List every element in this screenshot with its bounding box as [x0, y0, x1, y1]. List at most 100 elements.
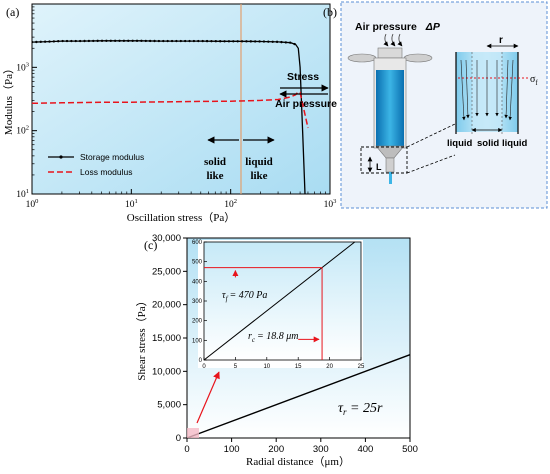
radius-label: r: [499, 35, 503, 46]
storage-modulus-point: [144, 39, 147, 43]
yield-stress-label: σf: [530, 74, 538, 87]
zoom-region: [187, 428, 199, 438]
storage-modulus-point: [197, 39, 200, 43]
storage-modulus-point: [267, 40, 270, 43]
solid-like-label-1: solid: [204, 156, 226, 168]
storage-modulus-point: [218, 40, 222, 43]
storage-modulus-point: [32, 40, 34, 44]
storage-modulus-point: [245, 40, 248, 43]
c-y-tick-label: 30,000: [152, 233, 181, 244]
storage-modulus-point: [87, 39, 91, 43]
storage-modulus-point: [223, 40, 226, 43]
a-y-tick-label: 101: [16, 188, 29, 200]
storage-modulus-point: [153, 39, 156, 43]
storage-modulus-point: [74, 39, 77, 43]
a-y-tick-label: 102: [16, 125, 29, 137]
inset-x-tick-label: 10: [263, 364, 270, 370]
air-pressure-title: Air pressure ΔP: [355, 21, 441, 33]
zoom-arrow: [196, 371, 220, 424]
stress-label: Stress: [287, 71, 319, 83]
panel-c-equation: τr = 25r: [338, 401, 383, 417]
a-x-tick-label: 103: [324, 198, 337, 210]
solid-like-label-2: like: [206, 170, 223, 182]
storage-modulus-point: [192, 39, 196, 43]
panel-c-xlabel: Radial distance（μm）: [246, 455, 350, 468]
inset-y-tick-label: 300: [192, 299, 203, 305]
c-x-tick-label: 300: [313, 444, 329, 455]
storage-modulus-point: [280, 40, 283, 44]
storage-modulus-point: [83, 39, 86, 43]
inset-y-tick-label: 600: [192, 240, 203, 246]
c-y-tick-label: 0: [176, 433, 181, 444]
storage-modulus-point: [232, 40, 235, 43]
inset-y-tick-label: 400: [192, 279, 203, 285]
storage-modulus-point: [127, 39, 130, 43]
c-y-tick-label: 25,000: [152, 266, 181, 277]
c-y-tick-label: 15,000: [152, 333, 181, 344]
storage-modulus-point: [65, 39, 69, 43]
storage-modulus-point: [236, 40, 239, 43]
panel-a-legend: Storage modulus Loss modulus: [48, 152, 144, 177]
inset-x-tick-label: 15: [295, 364, 302, 370]
storage-modulus-point: [113, 39, 117, 43]
storage-modulus-point: [240, 40, 244, 43]
a-x-tick-label: 101: [125, 198, 138, 210]
inset-shear-stress-line: [203, 241, 356, 361]
storage-modulus-point: [70, 39, 73, 43]
c-y-tick-label: 10,000: [152, 366, 181, 377]
liquid-like-label-2: like: [250, 170, 267, 182]
shear-stress-line: [186, 354, 411, 439]
panel-a-label: (a): [6, 5, 19, 19]
storage-modulus-point: [275, 40, 279, 44]
c-x-tick-label: 200: [268, 444, 284, 455]
storage-modulus-point: [35, 40, 38, 44]
panel-a-xlabel: Oscillation stress（Pa）: [127, 211, 235, 224]
panel-a-ylabel: Modulus（Pa）: [2, 63, 15, 135]
storage-modulus-point: [100, 39, 104, 43]
storage-modulus-point: [201, 39, 204, 43]
storage-modulus-point: [253, 40, 257, 43]
storage-modulus-point: [78, 39, 82, 43]
a-x-tick-label: 102: [224, 198, 237, 210]
syringe: [347, 47, 433, 184]
storage-modulus-point: [148, 39, 152, 43]
storage-modulus-point: [258, 40, 261, 43]
inset-x-tick-label: 25: [358, 364, 365, 370]
storage-modulus-point: [57, 40, 60, 43]
storage-modulus-point: [214, 40, 218, 43]
storage-modulus-point: [96, 39, 99, 43]
liquid-left-label: liquid: [447, 138, 473, 149]
storage-modulus-point: [166, 39, 169, 43]
legend-loss-modulus: Loss modulus: [80, 167, 132, 177]
nozzle-length-indicator: L: [360, 123, 456, 174]
storage-modulus-point: [122, 39, 126, 43]
storage-modulus-point: [105, 39, 108, 43]
storage-modulus-point: [140, 39, 143, 43]
solid-label: solid: [477, 138, 499, 149]
air-inflow-arrows: [383, 33, 403, 47]
c-y-tick-label: 5,000: [157, 400, 181, 411]
c-x-tick-label: 400: [357, 444, 373, 455]
storage-modulus-point: [249, 40, 253, 43]
inset-r-c-label: rc= 18.8 μm: [248, 331, 299, 344]
inset-y-tick-label: 0: [199, 358, 203, 364]
c-x-tick-label: 100: [224, 444, 240, 455]
inset-tau-f-label: τf= 470 Pa: [222, 290, 267, 303]
c-x-tick-label: 500: [402, 444, 418, 455]
a-y-tick-label: 103: [16, 61, 29, 73]
inset-y-tick-label: 200: [192, 319, 203, 325]
extruded-filament: [389, 172, 392, 184]
liquid-right-label: liquid: [502, 138, 528, 149]
liquid-like-label-1: liquid: [245, 156, 273, 168]
storage-modulus-point: [109, 39, 112, 43]
storage-modulus-point: [157, 39, 161, 43]
storage-modulus-point: [135, 39, 139, 43]
air-pressure-label: Air pressure: [275, 98, 337, 110]
nozzle-length-label: L: [376, 162, 382, 172]
storage-modulus-point: [183, 39, 187, 43]
storage-modulus-point: [48, 40, 51, 43]
panel-b-diagram: (b) Air pressure ΔP L: [323, 1, 548, 209]
storage-modulus-point: [162, 39, 165, 43]
